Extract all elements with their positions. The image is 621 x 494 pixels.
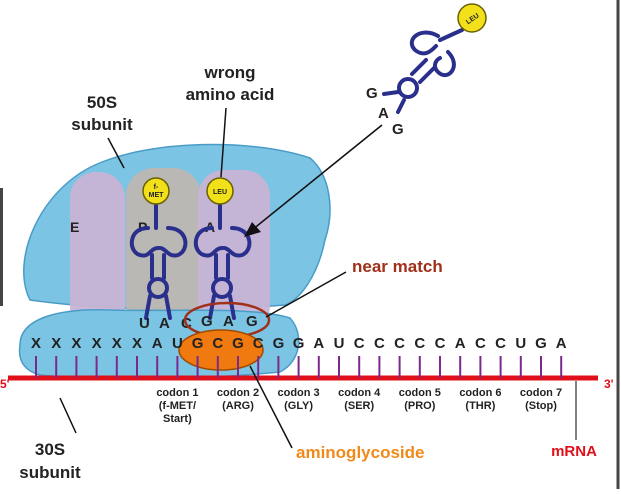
codon-label-3-line2: (GLY)	[284, 400, 313, 412]
site-e-label: E	[70, 219, 79, 235]
mrna-base: A	[313, 335, 324, 352]
frame-left-tab	[0, 188, 3, 306]
leu-amino-acid-a-site	[206, 177, 234, 205]
mrna-base: C	[475, 335, 486, 352]
a-anticodon-2: A	[223, 313, 234, 330]
codon-label-1-line2: (f-MET/	[159, 400, 196, 412]
aminoglycoside-label: aminoglycoside	[296, 443, 424, 462]
leu-label-a-site: LEU	[213, 189, 227, 196]
a-anticodon-1: G	[201, 313, 213, 330]
mrna-base: X	[132, 335, 142, 352]
codon-label-1-line1: codon 1	[156, 387, 198, 399]
leader-aminoglycoside	[249, 365, 293, 449]
codon-label-3-line1: codon 3	[278, 387, 320, 399]
mrna-base: A	[556, 335, 567, 352]
mrna-base: U	[515, 335, 526, 352]
mrna-base: C	[212, 335, 223, 352]
mrna-base: A	[455, 335, 466, 352]
arrowhead-a-site	[244, 222, 261, 237]
mrna-label: mRNA	[551, 443, 597, 460]
mrna-base: X	[71, 335, 81, 352]
mrna-base: C	[253, 335, 264, 352]
mrna-base: C	[414, 335, 425, 352]
a-site-box	[198, 170, 270, 332]
incoming-trna	[382, 28, 464, 114]
leader-30s	[59, 397, 77, 434]
mrna-base: G	[273, 335, 285, 352]
three-prime-label: 3'	[604, 377, 614, 391]
mrna-base: U	[172, 335, 183, 352]
codon-label-2-line2: (ARG)	[222, 400, 254, 412]
incoming-anticodon-1: G	[366, 85, 378, 102]
subunit-50s-label-line2: subunit	[71, 115, 133, 134]
mrna-base: A	[152, 335, 163, 352]
codon-labels: codon 1(f-MET/Start)codon 2(ARG)codon 3(…	[156, 387, 562, 425]
fmet-label-1: f-	[154, 184, 159, 191]
codon-label-2-line1: codon 2	[217, 387, 259, 399]
mrna-base: G	[232, 335, 244, 352]
mrna-base: X	[92, 335, 102, 352]
codon-label-4-line2: (SER)	[344, 400, 374, 412]
codon-label-5-line1: codon 5	[399, 387, 441, 399]
mrna-base: C	[394, 335, 405, 352]
mrna-base: G	[293, 335, 305, 352]
p-site-trna	[129, 203, 188, 320]
incoming-anticodon-3: G	[392, 121, 404, 138]
codon-label-6-line1: codon 6	[459, 387, 501, 399]
codon-label-1-line3: Start)	[163, 413, 192, 425]
mrna-base: X	[31, 335, 41, 352]
wrong-amino-acid-line2: amino acid	[186, 85, 275, 104]
codon-label-5-line2: (PRO)	[404, 400, 436, 412]
mrna-base: C	[495, 335, 506, 352]
codon-label-7-line1: codon 7	[520, 387, 562, 399]
leu-amino-acid-incoming	[457, 3, 487, 33]
leader-near-match	[265, 271, 347, 318]
aminoglycoside-drug	[178, 329, 264, 371]
fmet-amino-acid	[142, 177, 170, 205]
codon-label-7-line2: (Stop)	[525, 400, 557, 412]
arrow-incoming-to-a-site	[251, 124, 383, 231]
wrong-amino-acid-line1: wrong	[204, 63, 256, 82]
subunit-30s-label-line2: subunit	[19, 463, 81, 482]
a-anticodon-3: G	[246, 313, 258, 330]
near-match-label: near match	[352, 257, 443, 276]
incoming-anticodon-2: A	[378, 105, 389, 122]
mrna-base: X	[51, 335, 61, 352]
subunit-50s-label-line1: 50S	[87, 93, 117, 112]
mrna-base: G	[192, 335, 204, 352]
mrna-ticks	[35, 356, 563, 378]
mrna-base: G	[535, 335, 547, 352]
e-site-box	[70, 172, 125, 332]
leader-wrong-amino-acid	[220, 107, 227, 178]
codon-label-6-line2: (THR)	[465, 400, 495, 412]
codon-label-4-line1: codon 4	[338, 387, 381, 399]
mrna-base: C	[435, 335, 446, 352]
fmet-label-2: MET	[149, 192, 165, 199]
mrna-base: U	[334, 335, 345, 352]
subunit-30s-label-line1: 30S	[35, 440, 65, 459]
five-prime-label: 5'	[0, 377, 10, 391]
p-anticodon-1: U	[139, 315, 150, 332]
p-anticodon-2: A	[159, 315, 170, 332]
mrna-base: X	[112, 335, 122, 352]
mrna-base: C	[374, 335, 385, 352]
mrna-base: C	[354, 335, 365, 352]
a-site-trna	[193, 203, 252, 320]
leader-50s	[107, 137, 125, 169]
